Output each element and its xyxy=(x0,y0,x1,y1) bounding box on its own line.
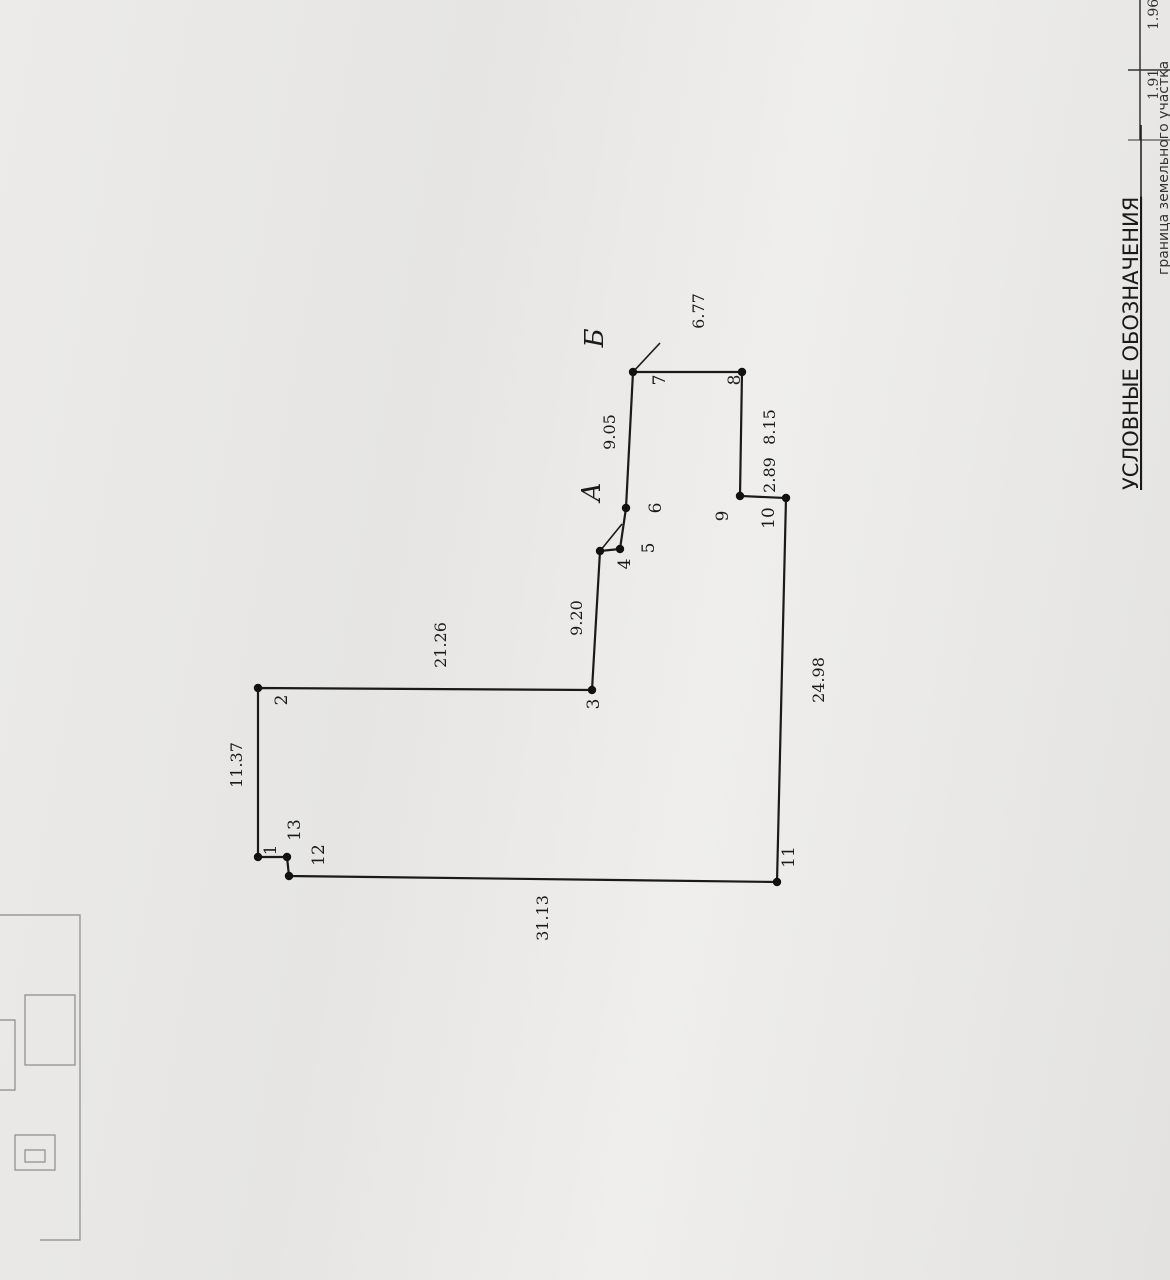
segment-length: 6.77 xyxy=(689,293,708,329)
point-label-9: 9 xyxy=(713,511,733,522)
segment-length: 11.37 xyxy=(227,742,246,788)
point-label-12: 12 xyxy=(309,844,329,866)
corner-value-left: 1.91 xyxy=(1146,69,1162,100)
point-label-8: 8 xyxy=(725,375,745,386)
segment-length: 24.98 xyxy=(809,657,828,703)
point-label-5: 5 xyxy=(639,543,659,554)
point-label-1: 1 xyxy=(261,845,281,856)
vertex-point-12 xyxy=(284,871,294,881)
vertex-point-7 xyxy=(628,367,638,377)
plot-boundary xyxy=(256,370,788,884)
point-label-2: 2 xyxy=(272,695,292,706)
vertex-point-8 xyxy=(737,367,747,377)
section-mark-1: Б xyxy=(580,328,610,348)
vertex-point-11 xyxy=(772,877,782,887)
segment-measurements: 11.37 21.26 9.20 9.05 6.77 8.15 2.89 24.98 31.13 xyxy=(227,293,828,941)
point-label-11: 11 xyxy=(779,846,799,868)
point-label-4: 4 xyxy=(615,559,635,570)
point-label-6: 6 xyxy=(646,503,666,514)
legend-item-boundary: граница земельного участка xyxy=(1156,61,1170,275)
vertex-point-3 xyxy=(587,685,597,695)
segment-length: 21.26 xyxy=(431,622,450,668)
corner-value-right: 1.96 xyxy=(1146,0,1162,30)
vertex-point-1 xyxy=(253,852,263,862)
overview-sketch xyxy=(0,914,81,1241)
point-label-13: 13 xyxy=(285,819,305,841)
segment-length: 9.20 xyxy=(567,600,586,636)
vertex-point-5 xyxy=(615,544,625,554)
segment-length: 8.15 xyxy=(760,409,779,445)
section-mark-0: А xyxy=(577,482,607,504)
point-label-3: 3 xyxy=(584,699,604,710)
vertex-point-6 xyxy=(621,503,631,513)
vertex-point-10 xyxy=(781,493,791,503)
point-label-10: 10 xyxy=(759,507,779,529)
legend-title: УСЛОВНЫЕ ОБОЗНАЧЕНИЯ xyxy=(1119,197,1143,490)
vertex-layer xyxy=(253,367,791,887)
vertex-point-2 xyxy=(253,683,263,693)
vertex-point-13 xyxy=(282,852,292,862)
legend: УСЛОВНЫЕ ОБОЗНАЧЕНИЯ граница земельного … xyxy=(1119,61,1170,490)
segment-length: 31.13 xyxy=(533,895,552,941)
vertex-point-9 xyxy=(735,491,745,501)
corner-table-fragment: 1.91 1.96 xyxy=(1128,0,1170,141)
section-marks: АБ xyxy=(577,328,610,503)
section-lines xyxy=(599,342,661,552)
segment-length: 9.05 xyxy=(600,414,619,450)
point-label-7: 7 xyxy=(650,375,670,386)
segment-length: 2.89 xyxy=(760,457,779,493)
vertex-point-4 xyxy=(595,546,605,556)
